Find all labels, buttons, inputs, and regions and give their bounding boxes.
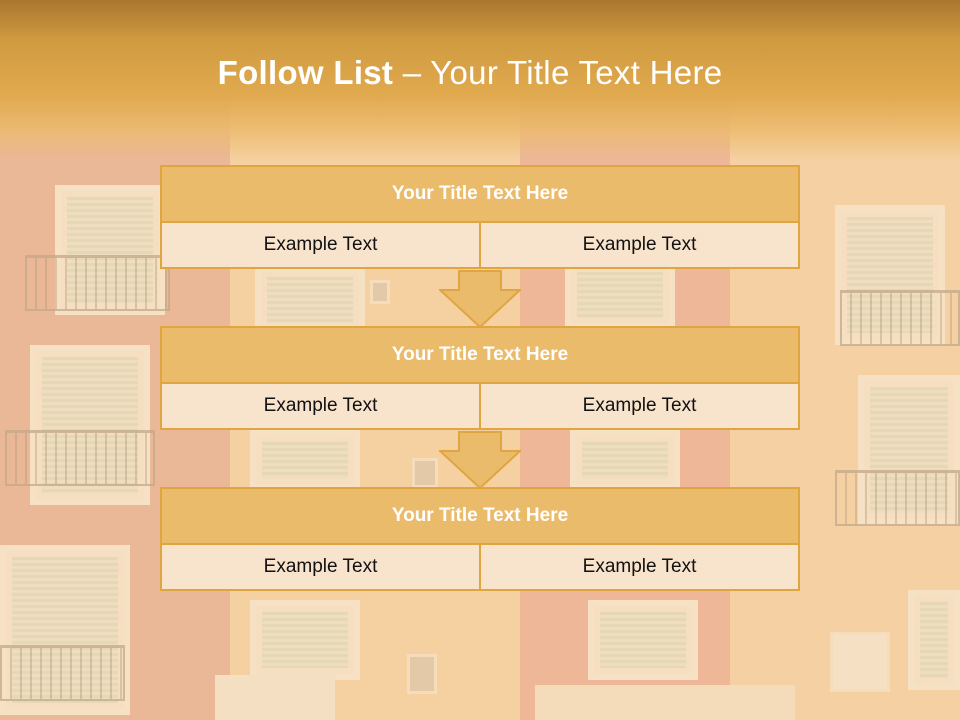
step-text-right: Example Text: [479, 223, 798, 267]
step-box-3: Your Title Text Here Example Text Exampl…: [160, 487, 800, 591]
step-title: Your Title Text Here: [162, 328, 798, 384]
step-text-left: Example Text: [263, 395, 378, 416]
step-box-2: Your Title Text Here Example Text Exampl…: [160, 326, 800, 430]
slide-title-bold: Follow List: [217, 54, 394, 91]
step-text-left: Example Text: [263, 234, 378, 255]
step-box-1: Your Title Text Here Example Text Exampl…: [160, 165, 800, 269]
down-arrow-icon: [439, 431, 521, 489]
header-band: Follow List – Your Title Text Here: [0, 0, 960, 160]
step-row: Example Text Example Text: [162, 223, 798, 267]
step-title: Your Title Text Here: [162, 489, 798, 545]
step-row: Example Text Example Text: [162, 384, 798, 428]
step-text-right: Example Text: [479, 545, 798, 589]
step-row: Example Text Example Text: [162, 545, 798, 589]
step-text-left: Example Text: [263, 556, 378, 577]
step-text-right: Example Text: [479, 384, 798, 428]
down-arrow-icon: [439, 270, 521, 328]
slide-title: Follow List – Your Title Text Here: [0, 54, 940, 92]
step-title: Your Title Text Here: [162, 167, 798, 223]
slide-title-rest: – Your Title Text Here: [393, 54, 723, 91]
